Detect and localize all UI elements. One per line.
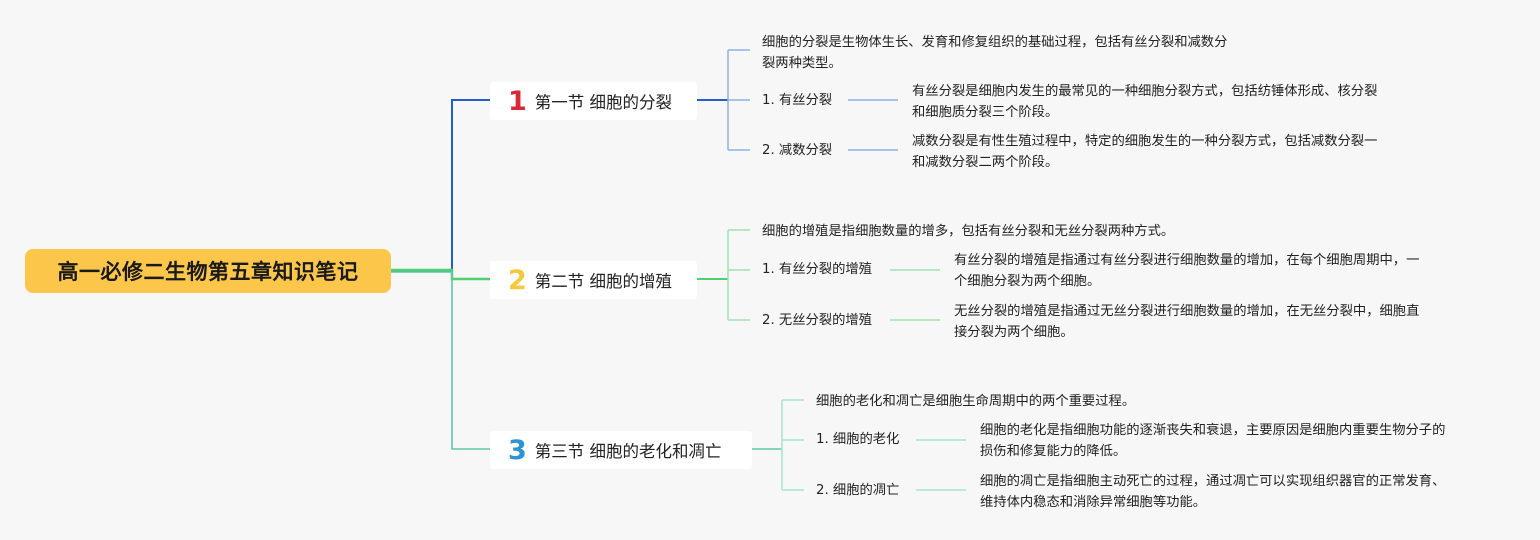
- section-1-item-2-label[interactable]: 2. 减数分裂: [762, 143, 833, 158]
- section-2-item-2-label[interactable]: 2. 无丝分裂的增殖: [762, 313, 872, 328]
- detail-line: 有丝分裂的增殖是指通过有丝分裂进行细胞数量的增加，在每个细胞周期中，一: [954, 253, 1420, 268]
- section-1-topic[interactable]: 1 第一节 细胞的分裂: [490, 82, 697, 120]
- section-1-item-1-label[interactable]: 1. 有丝分裂: [762, 93, 833, 108]
- detail-line: 和细胞质分裂三个阶段。: [912, 105, 1059, 120]
- detail-line: 减数分裂是有性生殖过程中，特定的细胞发生的一种分裂方式，包括减数分裂一: [912, 134, 1378, 149]
- section-3-item-2-detail[interactable]: 细胞的凋亡是指细胞主动死亡的过程，通过凋亡可以实现组织器官的正常发育、 维持体内…: [980, 471, 1445, 513]
- section-2-item-2-detail[interactable]: 无丝分裂的增殖是指通过无丝分裂进行细胞数量的增加，在无丝分裂中，细胞直 接分裂为…: [954, 301, 1419, 343]
- section-2-item-1-detail[interactable]: 有丝分裂的增殖是指通过有丝分裂进行细胞数量的增加，在每个细胞周期中，一 个细胞分…: [954, 250, 1419, 292]
- detail-line: 有丝分裂是细胞内发生的最常见的一种细胞分裂方式，包括纺锤体形成、核分裂: [912, 84, 1378, 99]
- number-2-badge: 2: [508, 264, 527, 296]
- number-1-badge: 1: [508, 85, 527, 117]
- root-to-section-1-line: [391, 99, 490, 272]
- detail-line: 和减数分裂二两个阶段。: [912, 155, 1059, 170]
- detail-line: 细胞的凋亡是指细胞主动死亡的过程，通过凋亡可以实现组织器官的正常发育、: [980, 474, 1446, 489]
- section-3-topic[interactable]: 3 第三节 细胞的老化和凋亡: [490, 431, 752, 469]
- detail-line: 无丝分裂的增殖是指通过无丝分裂进行细胞数量的增加，在无丝分裂中，细胞直: [954, 304, 1420, 319]
- section-3-item-1-label[interactable]: 1. 细胞的老化: [816, 432, 900, 447]
- number-3-badge: 3: [508, 434, 527, 466]
- root-to-section-3-line: [391, 271, 490, 450]
- intro-line: 细胞的增殖是指细胞数量的增多，包括有丝分裂和无丝分裂两种方式。: [762, 224, 1175, 239]
- section-3-intro[interactable]: 细胞的老化和凋亡是细胞生命周期中的两个重要过程。: [816, 391, 1135, 412]
- root-topic[interactable]: 高一必修二生物第五章知识笔记: [25, 249, 391, 293]
- detail-line: 维持体内稳态和消除异常细胞等功能。: [980, 495, 1207, 510]
- section-2-intro[interactable]: 细胞的增殖是指细胞数量的增多，包括有丝分裂和无丝分裂两种方式。: [762, 221, 1174, 242]
- detail-line: 接分裂为两个细胞。: [954, 325, 1074, 340]
- section-1-item-2-detail[interactable]: 减数分裂是有性生殖过程中，特定的细胞发生的一种分裂方式，包括减数分裂一 和减数分…: [912, 131, 1377, 173]
- section-3-title: 第三节 细胞的老化和凋亡: [534, 442, 722, 461]
- section-3-item-2-label[interactable]: 2. 细胞的凋亡: [816, 483, 900, 498]
- section-1-item-1-detail[interactable]: 有丝分裂是细胞内发生的最常见的一种细胞分裂方式，包括纺锤体形成、核分裂 和细胞质…: [912, 81, 1377, 123]
- intro-line: 细胞的老化和凋亡是细胞生命周期中的两个重要过程。: [816, 394, 1136, 409]
- section-2-topic[interactable]: 2 第二节 细胞的增殖: [490, 261, 697, 299]
- section-1-intro[interactable]: 细胞的分裂是生物体生长、发育和修复组织的基础过程，包括有丝分裂和减数分 裂两种类…: [762, 32, 1227, 74]
- detail-line: 个细胞分裂为两个细胞。: [954, 274, 1101, 289]
- section-3-item-1-detail[interactable]: 细胞的老化是指细胞功能的逐渐丧失和衰退，主要原因是细胞内重要生物分子的 损伤和修…: [980, 420, 1445, 462]
- section-2-title: 第二节 细胞的增殖: [534, 272, 673, 291]
- section-2-item-1-label[interactable]: 1. 有丝分裂的增殖: [762, 262, 872, 277]
- detail-line: 细胞的老化是指细胞功能的逐渐丧失和衰退，主要原因是细胞内重要生物分子的: [980, 423, 1446, 438]
- detail-line: 损伤和修复能力的降低。: [980, 444, 1127, 459]
- intro-line: 细胞的分裂是生物体生长、发育和修复组织的基础过程，包括有丝分裂和减数分: [762, 35, 1228, 50]
- intro-line: 裂两种类型。: [762, 56, 842, 71]
- section-1-title: 第一节 细胞的分裂: [534, 93, 673, 112]
